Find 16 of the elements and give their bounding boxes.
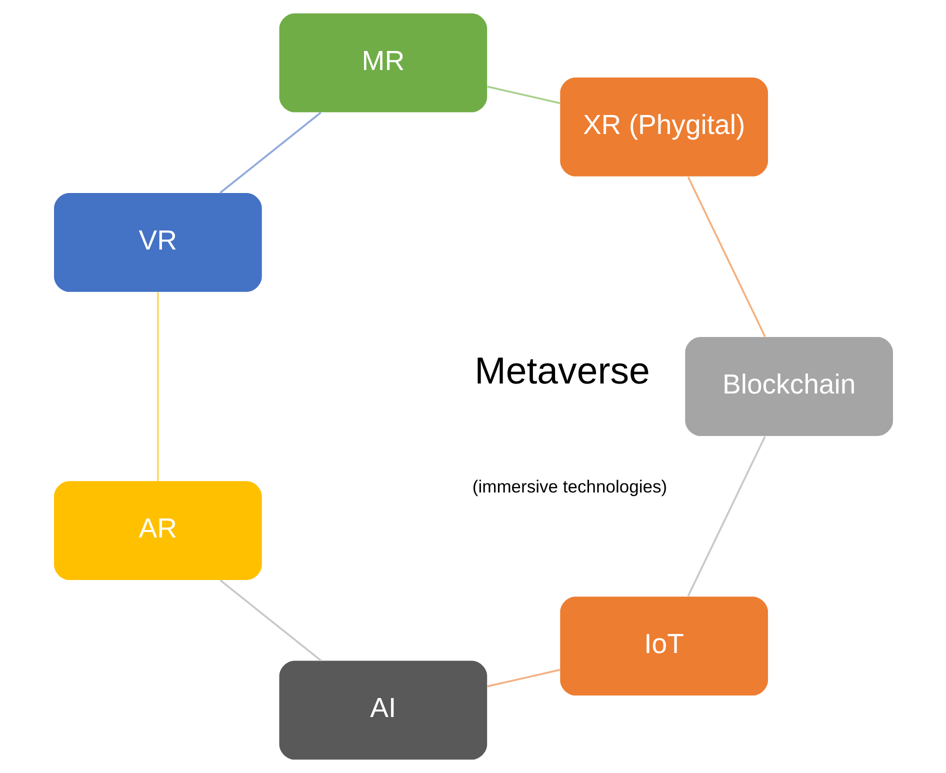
connector <box>218 112 321 194</box>
node-box: AR <box>54 481 262 580</box>
connector <box>156 292 158 482</box>
label: (immersive technologies) <box>472 476 667 497</box>
connector <box>486 86 560 104</box>
node-box: MR <box>278 13 487 112</box>
node-box: VR <box>54 193 262 292</box>
label: Metaverse <box>474 349 650 392</box>
connector <box>486 668 560 688</box>
connector <box>219 580 322 662</box>
node-box: IoT <box>560 596 768 696</box>
node-box: XR (Phygital) <box>560 77 768 176</box>
connector <box>686 176 766 338</box>
node-box: AI <box>278 660 487 760</box>
node-box: Blockchain <box>684 337 892 436</box>
connector <box>686 436 766 597</box>
